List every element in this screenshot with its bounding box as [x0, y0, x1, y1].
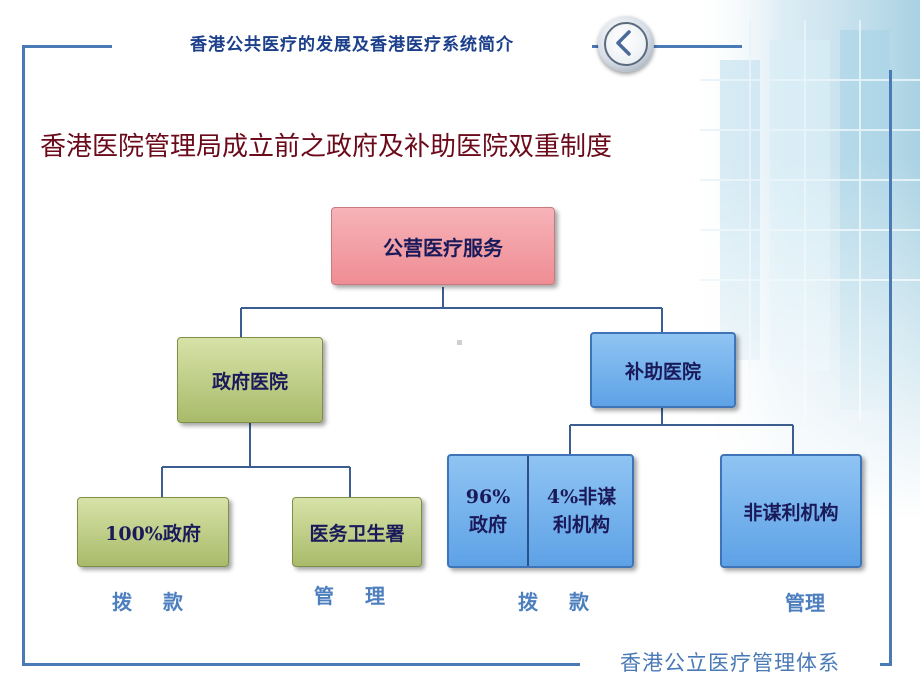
center-marker	[457, 340, 462, 345]
node-nonprofit-organization-label: 非谋利机构	[743, 501, 839, 524]
footer-title: 香港公立医疗管理体系	[580, 648, 880, 678]
node-medical-health-dept-label: 医务卫生署	[309, 522, 405, 545]
node-government-hospitals-label: 政府医院	[211, 370, 288, 393]
back-button-ring	[604, 22, 648, 66]
back-button[interactable]	[598, 16, 654, 72]
node-government-hospitals: 政府医院	[177, 337, 323, 423]
node-subsidized-hospitals-label: 补助医院	[624, 360, 701, 383]
header-title: 香港公共医疗的发展及香港医疗系统简介	[112, 30, 592, 60]
frame-bottom-line	[22, 663, 892, 666]
label-management-subsidized: 管理	[785, 591, 825, 615]
node-public-medical-service-label: 公营医疗服务	[383, 235, 503, 260]
node-subsidized-hospitals: 补助医院	[590, 332, 736, 408]
split-government-share: 96% 政府	[465, 486, 511, 536]
node-government-funding: 100%政府	[77, 497, 229, 567]
split-nonprofit-share: 4%非谋 利机构	[546, 486, 617, 536]
node-medical-health-dept: 医务卫生署	[292, 497, 422, 567]
slide-title: 香港医院管理局成立前之政府及补助医院双重制度	[40, 132, 613, 162]
node-nonprofit-organization: 非谋利机构	[720, 454, 862, 568]
node-funding-split: 96% 政府 4%非谋 利机构	[447, 454, 634, 568]
split-divider	[527, 456, 529, 566]
frame-right-line	[889, 70, 892, 665]
node-public-medical-service: 公营医疗服务	[331, 207, 555, 285]
chevron-left-icon	[616, 30, 631, 56]
label-funding-subsidized: 拨 款	[518, 590, 601, 614]
label-funding-government: 拨 款	[112, 590, 195, 614]
node-government-funding-label: 100%政府	[105, 522, 201, 545]
label-management-government: 管 理	[314, 584, 397, 608]
frame-left-line	[22, 45, 25, 665]
